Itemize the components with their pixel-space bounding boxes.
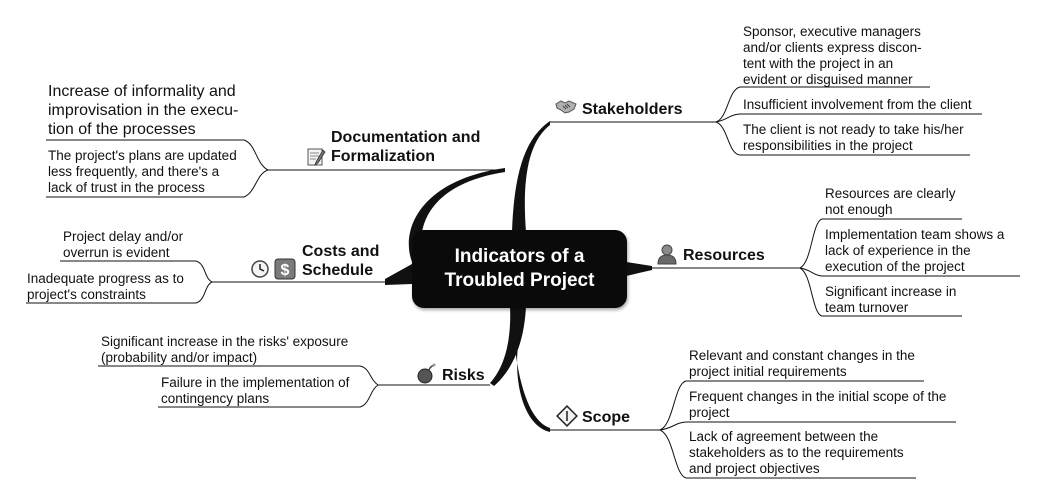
connector-stakeholders-2 — [715, 113, 982, 123]
trunk-resources — [626, 262, 652, 276]
documentation-item-2[interactable]: The project's plans are updated less fre… — [48, 148, 237, 195]
trunk-stakeholders — [512, 121, 550, 232]
dollar-icon: $ — [274, 258, 296, 280]
connector-costs-2 — [26, 281, 213, 304]
connector-documentation-2 — [46, 169, 269, 198]
scope-item-1[interactable]: Relevant and constant changes in the pro… — [689, 348, 915, 379]
person-icon — [657, 244, 677, 265]
svg-text:$: $ — [281, 262, 290, 279]
connector-scope-1 — [659, 380, 924, 431]
connector-documentation-1 — [46, 139, 269, 171]
connector-stakeholders-3 — [715, 121, 970, 156]
connector-scope-3 — [659, 429, 916, 479]
stakeholders-item-2[interactable]: Insufficient involvement from the client — [743, 97, 972, 112]
costs-item-2[interactable]: Inadequate progress as to project's cons… — [27, 271, 184, 302]
branch-stakeholders[interactable]: Stakeholders — [582, 101, 683, 118]
connector-resources-3 — [799, 267, 962, 317]
stakeholders-item-1[interactable]: Sponsor, executive managers and/or clien… — [743, 24, 922, 87]
connector-costs-1 — [60, 260, 213, 283]
connector-stakeholders-1 — [715, 86, 930, 123]
connector-scope-2 — [659, 421, 956, 431]
documentation-item-1[interactable]: Increase of informality and improvisatio… — [48, 83, 239, 138]
branch-resources[interactable]: Resources — [683, 247, 765, 264]
leaf-connectors — [26, 86, 1020, 479]
resources-item-1[interactable]: Resources are clearly not enough — [825, 186, 956, 217]
bomb-icon — [417, 363, 436, 384]
branch-documentation[interactable]: Documentation and Formalization — [331, 129, 481, 165]
stakeholders-item-3[interactable]: The client is not ready to take his/her … — [743, 122, 964, 153]
branch-costs[interactable]: Costs and Schedule — [302, 243, 380, 279]
branch-risks[interactable]: Risks — [442, 367, 485, 384]
connector-resources-1 — [799, 218, 962, 269]
central-topic[interactable]: Indicators of a Troubled Project — [412, 230, 627, 308]
scope-sign-icon — [556, 405, 578, 427]
scope-item-3[interactable]: Lack of agreement between the stakeholde… — [689, 429, 904, 476]
costs-item-1[interactable]: Project delay and/or overrun is evident — [63, 229, 184, 260]
notepad-icon — [307, 148, 326, 166]
clock-icon — [251, 260, 269, 278]
trunk-costs — [385, 264, 412, 285]
scope-item-2[interactable]: Frequent changes in the initial scope of… — [689, 389, 947, 420]
resources-item-2[interactable]: Implementation team shows a lack of expe… — [825, 227, 1005, 274]
branch-scope[interactable]: Scope — [582, 409, 631, 426]
connector-risks-2 — [158, 384, 379, 408]
risks-item-1[interactable]: Significant increase in the risks' expos… — [101, 334, 349, 365]
risks-item-2[interactable]: Failure in the implementation of conting… — [161, 375, 350, 406]
resources-item-3[interactable]: Significant increase in team turnover — [825, 284, 957, 315]
trunk-scope — [512, 306, 550, 432]
connector-resources-2 — [799, 267, 1020, 277]
connector-risks-1 — [98, 365, 379, 386]
handshake-icon — [555, 100, 577, 114]
